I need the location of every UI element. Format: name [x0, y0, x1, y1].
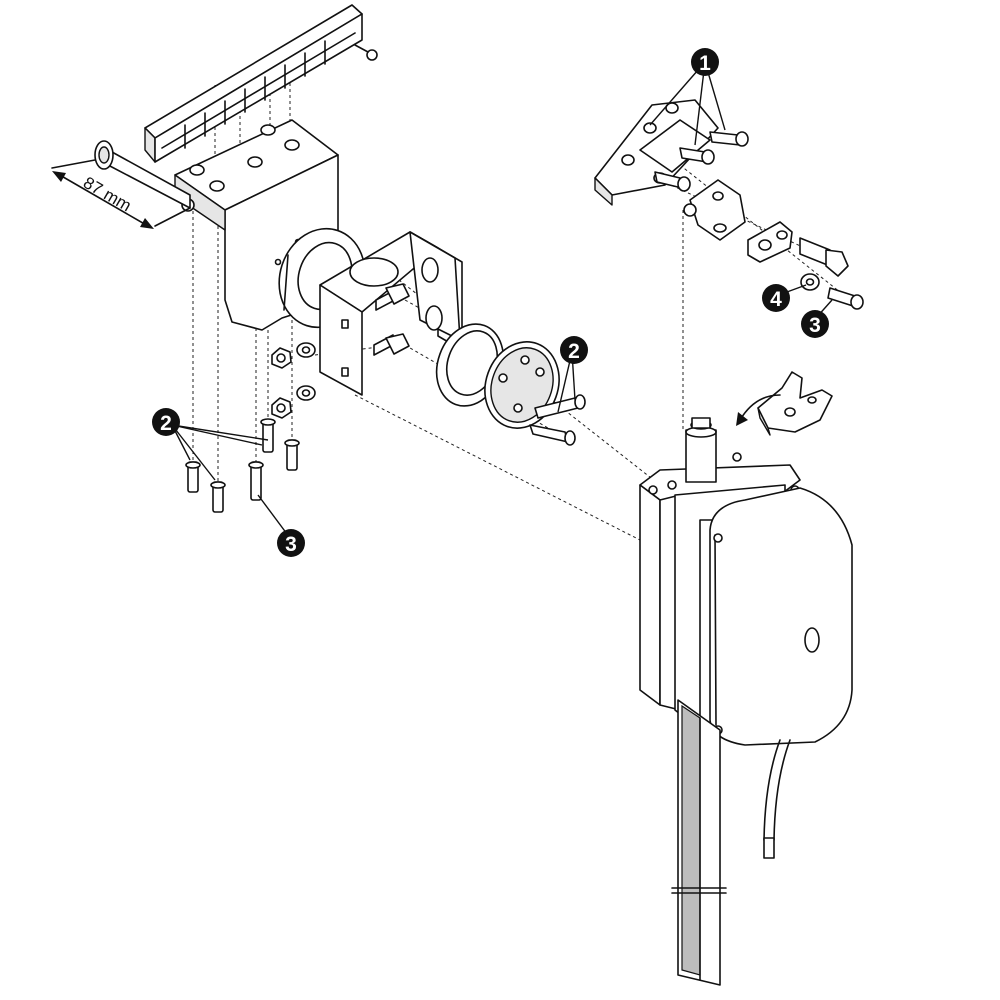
dimension-label: 87 mm — [80, 173, 135, 215]
angle-bracket — [319, 231, 463, 396]
callout-1: 1 — [691, 48, 719, 76]
callout-4-number: 4 — [770, 288, 782, 311]
callout-2-left-number: 2 — [160, 412, 172, 435]
callout-3-left-number: 3 — [285, 533, 297, 556]
small-foot-bracket — [757, 371, 833, 436]
chain-column — [671, 699, 727, 986]
nuts-and-washers-left — [271, 342, 316, 419]
link-plate — [747, 221, 793, 263]
clevis-plate — [683, 179, 746, 241]
callout-2-left: 2 — [152, 408, 180, 436]
bracket-bolts — [373, 283, 410, 356]
motor-cover — [709, 487, 853, 746]
mounting-rail — [144, 4, 378, 163]
vertical-screws-left — [185, 418, 300, 513]
cable — [763, 739, 791, 859]
callout-2-right: 2 — [560, 336, 588, 364]
washer-4 — [800, 273, 820, 291]
rotate-arrow — [736, 394, 781, 426]
callout-3-right-number: 3 — [809, 314, 821, 337]
callout-4: 4 — [762, 284, 790, 312]
flange-screws — [529, 394, 586, 446]
screw-3-right — [827, 287, 864, 310]
callout-1-number: 1 — [699, 52, 711, 75]
callout-3-left: 3 — [277, 529, 305, 557]
small-bolts-top — [654, 131, 749, 192]
callout-2-right-number: 2 — [568, 340, 580, 363]
callout-3-right: 3 — [801, 310, 829, 338]
hex-bolt — [799, 237, 849, 277]
